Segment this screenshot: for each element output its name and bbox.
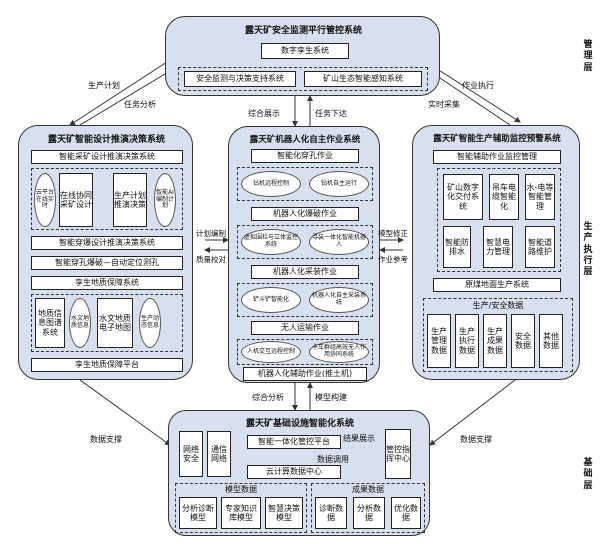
- cloud-platform-ellipse: 云平台在线实时: [34, 173, 56, 227]
- result-display-label: 结果展示: [343, 434, 375, 443]
- drill-group: [237, 167, 373, 201]
- safety-data-box: 安全数据: [511, 314, 535, 368]
- blast-operation-box: 机器人化爆破作业: [251, 207, 359, 221]
- crane-cable-box: 吊车电缆智能化: [489, 174, 519, 220]
- raw-coal-box: 原煤地面生产系统: [433, 278, 561, 292]
- right-panel: 露天矿智能生产辅助监控预警系统 智能辅助作业监控管理 矿山数字化交付系统 吊车电…: [412, 125, 580, 380]
- layer-label-production: 生产执行层: [583, 222, 593, 277]
- remote-control-ellipse: 人机交互远程控制: [241, 341, 301, 363]
- aux-group: [437, 168, 561, 272]
- model-data-group: [175, 483, 307, 533]
- label-model-build: 模型构建: [315, 393, 347, 402]
- prod-exec-data-box: 生产执行数据: [455, 314, 479, 368]
- water-power-box: 水-电等智能管理: [525, 174, 555, 220]
- network-security-box: 网络安全: [179, 431, 203, 477]
- label-quality-check: 质量校对: [196, 255, 226, 264]
- production-plan-box: 生产计划推演决策: [113, 173, 147, 227]
- label-task-issue: 任务下达: [315, 109, 347, 118]
- digital-twin-box: 数字孪生系统: [261, 43, 349, 59]
- geo-group: [31, 294, 183, 352]
- collaborative-design-box: 在线协同采矿设计: [59, 173, 93, 227]
- data-group: [423, 298, 573, 372]
- label-job-reference: 作业参考: [378, 255, 408, 264]
- label-job-execution: 作业执行: [462, 81, 494, 90]
- geo-assurance-box: 孪生地质保障系统: [31, 276, 183, 290]
- label-model-correction: 模型修正: [378, 229, 408, 238]
- blast-group: [237, 225, 373, 259]
- decision-model-box: 智慧决策模型: [265, 497, 303, 529]
- prod-result-data-box: 生产成果数据: [483, 314, 507, 368]
- autonomous-loading-ellipse: 机器人化自主采装系统: [309, 287, 369, 313]
- layer-label-management: 管理层: [583, 40, 593, 73]
- optimization-data-box: 优化数据: [391, 497, 421, 529]
- transport-operation-box: 无人运输作业: [251, 321, 359, 335]
- diagnostic-data-box: 诊断数据: [315, 497, 347, 529]
- model-data-title: 模型数据: [225, 485, 257, 494]
- center-panel: 露天矿机器人化自主作业系统 智能化穿孔作业 钻机远程控制 钻机自主运行 机器人化…: [228, 126, 380, 383]
- label-plan-compile: 计划编制: [196, 229, 226, 238]
- right-panel-title: 露天矿智能生产辅助监控预警系统: [433, 134, 561, 144]
- label-data-support-right: 数据支撑: [460, 435, 492, 444]
- command-center-box: 管控指挥中心: [385, 429, 411, 479]
- geo-info-graph-box: 地质信息图谱系统: [35, 298, 65, 348]
- drill-positioning-box: 智能穿孔爆破—自动定位测孔: [31, 256, 183, 270]
- label-production-plan: 生产计划: [88, 81, 120, 90]
- label-realtime-collection: 实时采集: [428, 100, 460, 109]
- loading-group: [237, 283, 373, 317]
- label-comprehensive-analysis: 综合分析: [252, 393, 284, 402]
- communication-network-box: 通信网络: [207, 431, 231, 477]
- hydro-map-box: 水文地质电子地图: [97, 298, 133, 348]
- loading-operation-box: 机器人化采装作业: [251, 265, 359, 279]
- prod-mgmt-data-box: 生产管理数据: [427, 314, 451, 368]
- mine-ecology-box: 矿山生态智能感知系统: [304, 71, 422, 87]
- safety-monitoring-box: 安全监测与决策支持系统: [184, 71, 296, 87]
- expert-knowledge-box: 专家知识库模型: [221, 497, 261, 529]
- layer-label-base: 基础层: [583, 458, 593, 491]
- ai-plan-ellipse: 智能AI编制计划: [154, 173, 176, 227]
- transport-group: [237, 339, 373, 365]
- cloud-data-center-box: 云计算数据中心: [247, 465, 341, 479]
- label-task-analysis: 任务分析: [124, 100, 156, 109]
- data-call-label: 数据调用: [317, 455, 349, 464]
- analysis-data-box: 分析数据: [353, 497, 385, 529]
- bottom-panel: 露天矿基础设施智能化系统 网络安全 通信网络 智能一体化管控平台 结果展示 数据…: [168, 410, 430, 536]
- digital-delivery-box: 矿山数字化交付系统: [443, 174, 483, 220]
- shovel-intelligent-ellipse: 铲斗铲智能化: [241, 287, 301, 313]
- geo-platform-box: 孪生地质保障平台: [31, 358, 183, 372]
- drainage-box: 智能防排水: [443, 226, 471, 268]
- mining-design-group: [31, 168, 183, 230]
- power-management-box: 智慧电力管理: [483, 226, 513, 268]
- auxiliary-operation-box: 机器人化辅助作业(推土机): [243, 367, 367, 381]
- hydro-info-ellipse: 水文地质信息: [69, 298, 91, 348]
- other-data-box: 其他数据: [539, 314, 563, 368]
- top-panel-title: 露天矿安全监测平行管控系统: [244, 26, 362, 36]
- result-data-group: [311, 483, 425, 533]
- virtual-fence-ellipse: 虚拟围栏与立体监控系统: [241, 229, 301, 255]
- drill-autonomous-ellipse: 钻机自主运行: [309, 171, 369, 197]
- aux-monitor-box: 智能辅助作业监控管理: [433, 150, 561, 164]
- dynamic-info-ellipse: 生产动态信息: [139, 298, 161, 348]
- road-maintenance-box: 智能道路维护: [525, 226, 555, 268]
- integrated-platform-box: 智能一体化管控平台: [247, 435, 341, 449]
- result-data-title: 成果数据: [352, 485, 384, 494]
- drill-remote-ellipse: 钻机远程控制: [241, 171, 301, 197]
- label-data-support-left: 数据支撑: [90, 435, 122, 444]
- drill-operation-box: 智能化穿孔作业: [251, 149, 359, 163]
- bottom-panel-title: 露天矿基础设施智能化系统: [245, 419, 354, 429]
- left-panel: 露天矿智能设计推演决策系统 智能采矿设计推演决策系统 云平台在线实时 在线协同采…: [18, 125, 193, 380]
- data-group-title: 生产/安全数据: [472, 301, 524, 310]
- label-comprehensive-display: 综合展示: [248, 109, 280, 118]
- diagnostic-model-box: 分析诊断模型: [179, 497, 217, 529]
- truck-group-ellipse: 卡车群组高效无人作用协同系统: [309, 341, 369, 363]
- left-panel-title: 露天矿智能设计推演决策系统: [47, 135, 165, 145]
- mining-design-box: 智能采矿设计推演决策系统: [31, 150, 183, 164]
- top-subsystems-group: [178, 67, 428, 91]
- charging-robot-ellipse: 寻装一体化智能机器人: [309, 229, 369, 255]
- blast-design-box: 智能穿爆设计推演决策系统: [31, 236, 183, 250]
- center-panel-title: 露天矿机器人化自主作业系统: [249, 135, 361, 145]
- top-panel: 露天矿安全监测平行管控系统 数字孪生系统 安全监测与决策支持系统 矿山生态智能感…: [165, 16, 440, 96]
